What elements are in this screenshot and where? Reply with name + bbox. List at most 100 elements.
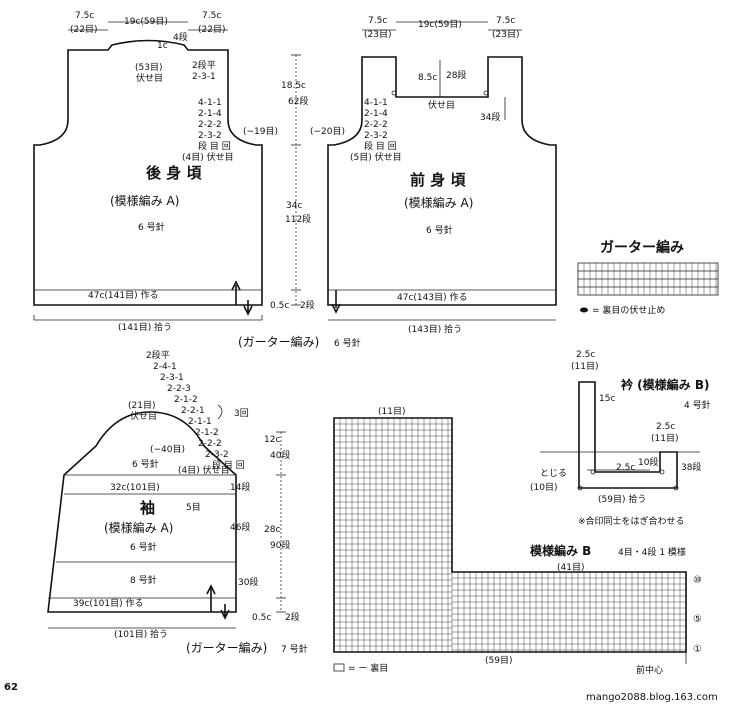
back-top-right-stitches: (22目): [198, 24, 225, 35]
sleeve-cap-seq-7: 2-1-1: [188, 417, 212, 427]
chart-b-legend: = ー 裏目: [348, 662, 388, 674]
sleeve-dim-12c: 12c: [264, 435, 280, 445]
front-top-middle: 19c(59目): [418, 19, 462, 30]
front-top-right-stitches: (23目): [492, 29, 519, 40]
back-title: 後 身 頃: [145, 164, 202, 182]
back-arm-seq-2: 2-1-4: [198, 109, 222, 119]
chart-b-row-5: ⑤: [693, 614, 702, 625]
back-top-right-width: 7.5c: [202, 11, 221, 21]
front-arm-seq-4: 2-3-2: [364, 131, 388, 141]
front-pick: (143目) 拾う: [408, 323, 462, 335]
sleeve-title: 袖: [140, 499, 155, 517]
collar-right-st: (11目): [651, 433, 678, 444]
front-needle: 6 号針: [426, 224, 453, 236]
sleeve-cap-seq-9: 2-2-2: [198, 439, 222, 449]
garter-legend-grid: [577, 262, 719, 296]
front-neck-bind: 伏せ目: [428, 99, 455, 111]
front-top-left-width: 7.5c: [368, 16, 387, 26]
sleeve-rows-14: 14段: [230, 481, 250, 493]
collar-right-w: 2.5c: [656, 422, 675, 432]
front-side-34: 34段: [480, 111, 500, 123]
back-arm-bind: (4目) 伏せ目: [182, 151, 234, 163]
front-neck-depth: 8.5c: [418, 73, 437, 83]
chart-b-bottom-st: (59目): [485, 655, 512, 666]
front-body-piece: [327, 21, 557, 321]
sleeve-cap-seq-6: 2-2-1: [181, 406, 205, 416]
dim-2-rows: 2段: [300, 299, 315, 311]
sleeve-rows-5: 5目: [186, 502, 201, 513]
back-arm-seq-5: 段 目 回: [198, 140, 231, 152]
back-neck-53: (53目): [135, 62, 162, 73]
dim-34c: 34c: [286, 201, 302, 211]
sleeve-dim-05c: 0.5c: [252, 613, 271, 623]
collar-h-15c: 15c: [599, 394, 615, 404]
sleeve-dim-05-rows: 2段: [285, 611, 300, 623]
back-arm-seq-1: 4-1-1: [198, 98, 222, 108]
sleeve-rows-30: 30段: [238, 576, 258, 588]
sleeve-pattern: (模様編み A): [104, 520, 173, 535]
chart-b-center: 前中心: [636, 664, 663, 676]
collar-bottom: (59目) 拾う: [598, 493, 646, 505]
sleeve-cap-bind-2: (4目) 伏せ目: [178, 464, 230, 476]
sleeve-cap-seq-3: 2-3-1: [160, 373, 184, 383]
back-top-left-stitches: (22目): [70, 24, 97, 35]
center-dimension-line: [291, 54, 301, 306]
back-top-middle: 19c(59目): [124, 16, 168, 27]
sleeve-piece: [47, 411, 286, 629]
sleeve-cap-seq-8: 2-1-2: [195, 428, 219, 438]
back-needle: 6 号針: [138, 221, 165, 233]
sleeve-cap-minus: (−40目): [150, 444, 185, 455]
sleeve-needle-1: 6 号針: [132, 458, 159, 470]
back-body-piece: [33, 21, 263, 321]
sleeve-cap-seq-2: 2-4-1: [153, 362, 177, 372]
pattern-b-chart: [333, 417, 687, 653]
chart-b-subtitle: 4目・4段 1 模様: [618, 546, 686, 558]
chart-b-top-st: (11目): [378, 406, 405, 417]
back-pattern: (模様編み A): [110, 193, 179, 208]
collar-tojiru: とじる: [540, 468, 567, 479]
front-pattern: (模様編み A): [404, 195, 473, 210]
sleeve-garter: (ガーター編み): [186, 640, 267, 655]
chart-b-title: 模様編み B: [530, 543, 591, 558]
front-side-minus: (−20目): [310, 126, 345, 137]
front-arm-seq-3: 2-2-2: [364, 120, 388, 130]
dim-62-rows: 62段: [288, 95, 308, 107]
garter-needle: 6 号針: [334, 337, 361, 349]
garter-label: (ガーター編み): [238, 334, 319, 349]
chart-b-row-1: ①: [693, 644, 702, 655]
back-neck-231: 2-3-1: [192, 72, 216, 82]
sleeve-width-mid: 32c(101目): [110, 482, 160, 493]
sleeve-garter-needle: 7 号針: [281, 643, 308, 655]
sleeve-cap-seq-11: 段 目 回: [212, 459, 245, 471]
collar-top-w: 2.5c: [576, 350, 595, 360]
garter-legend-note: = 裏目の伏せ止め: [592, 304, 665, 316]
sleeve-cap-bind: 伏せ目: [130, 410, 157, 422]
sleeve-cap-top-st: (21目): [128, 400, 155, 411]
sleeve-rows-46: 46段: [230, 521, 250, 533]
back-side-minus: (−19目): [243, 126, 278, 137]
back-bottom-made: 47c(141目) 作る: [88, 289, 158, 301]
front-top-left-stitches: (23目): [364, 29, 391, 40]
front-bottom-made: 47c(143目) 作る: [397, 291, 467, 303]
chart-b-row-10: ⑩: [693, 575, 702, 586]
sleeve-cap-3times: 3回: [234, 408, 249, 419]
collar-inner-10: 10段: [638, 456, 658, 468]
sleeve-dim-12-rows: 40段: [270, 449, 290, 461]
garter-legend-title: ガーター編み: [600, 239, 684, 256]
front-top-right-width: 7.5c: [496, 16, 515, 26]
back-arm-seq-3: 2-2-2: [198, 120, 222, 130]
front-title: 前 身 頃: [410, 171, 466, 189]
collar-needle: 4 号針: [684, 399, 711, 411]
sleeve-needle-3: 8 号針: [130, 574, 157, 586]
sleeve-bottom-made: 39c(101目) 作る: [73, 597, 143, 609]
back-neck-1c: 1c: [157, 41, 168, 51]
collar-title: 衿 (模様編み B): [621, 377, 709, 392]
dim-0-5c: 0.5c: [270, 301, 289, 311]
back-neck-bind: 伏せ目: [136, 72, 163, 84]
sleeve-cap-seq-10: 2-3-2: [205, 450, 229, 460]
chart-b-mid-st: (41目): [557, 562, 584, 573]
back-neck-4rows: 4段: [173, 31, 188, 43]
collar-st-10: (10目): [530, 482, 557, 493]
sleeve-cap-seq-1: 2段平: [146, 349, 170, 361]
